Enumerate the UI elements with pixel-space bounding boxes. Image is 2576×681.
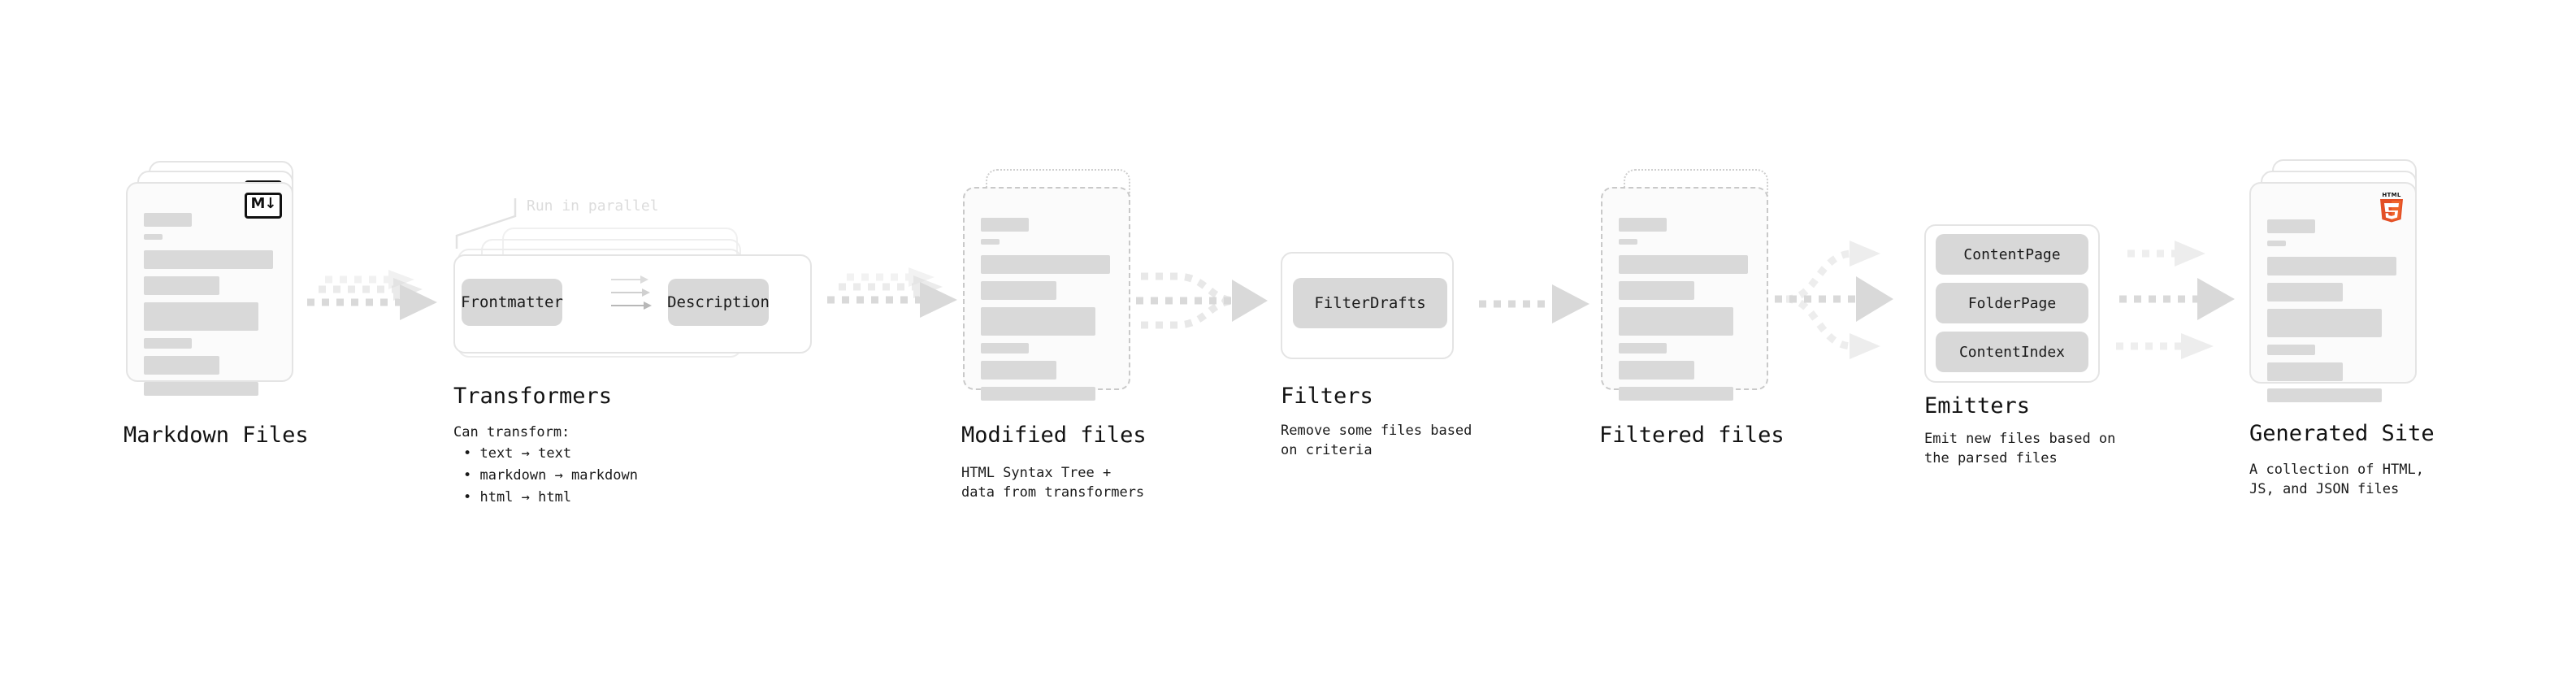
card-bar — [1619, 218, 1667, 232]
chip-contentpage[interactable]: ContentPage — [1936, 234, 2088, 275]
card-bar — [2267, 388, 2382, 402]
card-bar — [1619, 343, 1667, 354]
markdown-card-bars — [144, 213, 275, 403]
site-card-front: HTML — [2249, 182, 2417, 402]
caption-emitters: Emitters — [1924, 393, 2031, 419]
chip-contentindex[interactable]: ContentIndex — [1936, 332, 2088, 372]
card-bar — [144, 213, 192, 227]
transformers-bullet-0: • text → text — [463, 445, 572, 462]
card-bar — [981, 361, 1056, 380]
connector-filtered-to-emitters — [1772, 234, 1918, 364]
html5-badge: HTML — [2378, 190, 2405, 223]
card-bar — [1619, 361, 1694, 380]
card-bar — [2267, 345, 2315, 355]
card-bar — [2267, 362, 2343, 381]
connector-filters-to-filtered — [1476, 283, 1606, 348]
modified-files-description: HTML Syntax Tree + data from transformer… — [961, 465, 1145, 501]
chip-filterdrafts[interactable]: FilterDrafts — [1293, 278, 1447, 328]
emitters-description: Emit new files based on the parsed files — [1924, 431, 2116, 466]
caption-generated-site: Generated Site — [2249, 421, 2435, 446]
card-bar — [981, 239, 1000, 245]
card-bar — [1619, 255, 1748, 274]
modified-card-bars — [981, 218, 1112, 408]
connector-transformers-to-modified — [821, 264, 983, 345]
filtered-card-front — [1601, 187, 1768, 401]
markdown-badge-front: M↓ — [245, 193, 282, 219]
card-bar — [981, 343, 1029, 354]
card-bar — [2267, 241, 2286, 246]
connector-markdown-to-transformers — [301, 268, 463, 349]
transformers-description-title: Can transform: — [453, 424, 570, 440]
run-in-parallel-bracket — [455, 195, 569, 252]
caption-modified-files: Modified files — [961, 423, 1147, 448]
card-bar — [144, 276, 219, 295]
transformers-inner-arrows — [611, 273, 663, 319]
card-bar — [2267, 257, 2396, 275]
card-bar — [2267, 283, 2343, 301]
chip-folderpage[interactable]: FolderPage — [1936, 283, 2088, 323]
connector-emitters-to-site — [2114, 234, 2261, 364]
card-bar — [981, 218, 1029, 232]
card-bar — [981, 281, 1056, 300]
card-bar — [1619, 281, 1694, 300]
svg-text:HTML: HTML — [2382, 192, 2400, 198]
chip-frontmatter[interactable]: Frontmatter — [461, 279, 563, 326]
card-bar — [1619, 307, 1733, 336]
chip-description[interactable]: Description — [667, 279, 770, 326]
modified-card-front — [963, 187, 1130, 401]
generated-site-description: A collection of HTML, JS, and JSON files — [2249, 462, 2424, 497]
caption-filtered-files: Filtered files — [1599, 423, 1785, 448]
card-bar — [1619, 239, 1637, 245]
card-bar — [981, 255, 1110, 274]
transformers-bullet-2: • html → html — [463, 489, 572, 505]
card-bar — [2267, 309, 2382, 337]
card-bar — [1619, 387, 1733, 401]
transformers-bullet-1: • markdown → markdown — [463, 467, 638, 484]
card-bar — [981, 387, 1095, 401]
filters-description: Remove some files based on criteria — [1281, 423, 1472, 458]
card-bar — [144, 356, 219, 375]
markdown-card-front: M↓ — [126, 182, 293, 396]
caption-transformers: Transformers — [453, 384, 613, 409]
card-bar — [981, 307, 1095, 336]
card-bar — [144, 338, 192, 349]
card-bar — [144, 234, 163, 240]
caption-filters: Filters — [1281, 384, 1373, 409]
filtered-card-bars — [1619, 218, 1750, 408]
card-bar — [144, 250, 273, 269]
connector-modified-to-filters — [1131, 258, 1277, 356]
caption-markdown-files: Markdown Files — [124, 423, 309, 448]
site-card-bars — [2267, 219, 2399, 410]
run-in-parallel-label: Run in parallel — [527, 197, 659, 215]
card-bar — [144, 302, 258, 331]
card-bar — [2267, 219, 2315, 233]
card-bar — [144, 382, 258, 396]
